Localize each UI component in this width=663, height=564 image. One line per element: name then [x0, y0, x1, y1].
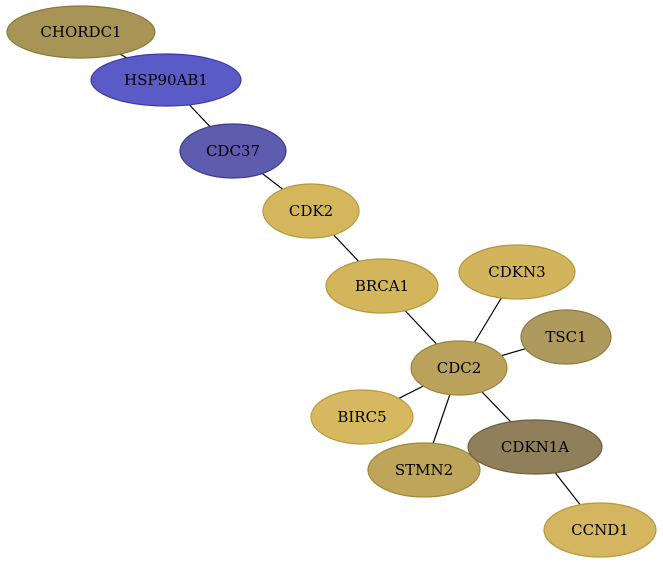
node-birc5[interactable]: BIRC5 [310, 389, 414, 445]
node-cdkn3[interactable]: CDKN3 [458, 244, 576, 300]
node-shape-birc5 [310, 389, 414, 445]
node-label-cdc2: CDC2 [437, 359, 482, 377]
node-shape-cdkn1a [467, 419, 603, 475]
node-label-tsc1: TSC1 [545, 328, 586, 346]
node-chordc1[interactable]: CHORDC1 [6, 5, 156, 59]
node-shape-stmn2 [367, 442, 481, 498]
node-brca1[interactable]: BRCA1 [325, 258, 439, 314]
node-shape-hsp90ab1 [90, 53, 242, 107]
node-label-chordc1: CHORDC1 [40, 23, 121, 41]
node-label-stmn2: STMN2 [395, 461, 453, 479]
node-label-ccnd1: CCND1 [571, 521, 629, 539]
node-shape-tsc1 [520, 309, 612, 365]
node-label-birc5: BIRC5 [337, 408, 386, 426]
node-cdkn1a[interactable]: CDKN1A [467, 419, 603, 475]
node-shape-chordc1 [6, 5, 156, 59]
node-stmn2[interactable]: STMN2 [367, 442, 481, 498]
node-label-brca1: BRCA1 [355, 277, 409, 295]
node-shape-brca1 [325, 258, 439, 314]
node-cdc37[interactable]: CDC37 [179, 123, 287, 179]
node-shape-cdc2 [410, 340, 508, 396]
node-label-cdkn1a: CDKN1A [501, 438, 569, 456]
node-ccnd1[interactable]: CCND1 [543, 502, 657, 558]
node-tsc1[interactable]: TSC1 [520, 309, 612, 365]
node-shape-ccnd1 [543, 502, 657, 558]
node-label-hsp90ab1: HSP90AB1 [124, 71, 208, 89]
node-label-cdkn3: CDKN3 [488, 263, 545, 281]
node-label-cdc37: CDC37 [206, 142, 260, 160]
node-label-cdk2: CDK2 [289, 202, 333, 220]
node-cdk2[interactable]: CDK2 [262, 183, 360, 239]
node-hsp90ab1[interactable]: HSP90AB1 [90, 53, 242, 107]
node-shape-cdc37 [179, 123, 287, 179]
node-cdc2[interactable]: CDC2 [410, 340, 508, 396]
node-shape-cdkn3 [458, 244, 576, 300]
node-shape-cdk2 [262, 183, 360, 239]
